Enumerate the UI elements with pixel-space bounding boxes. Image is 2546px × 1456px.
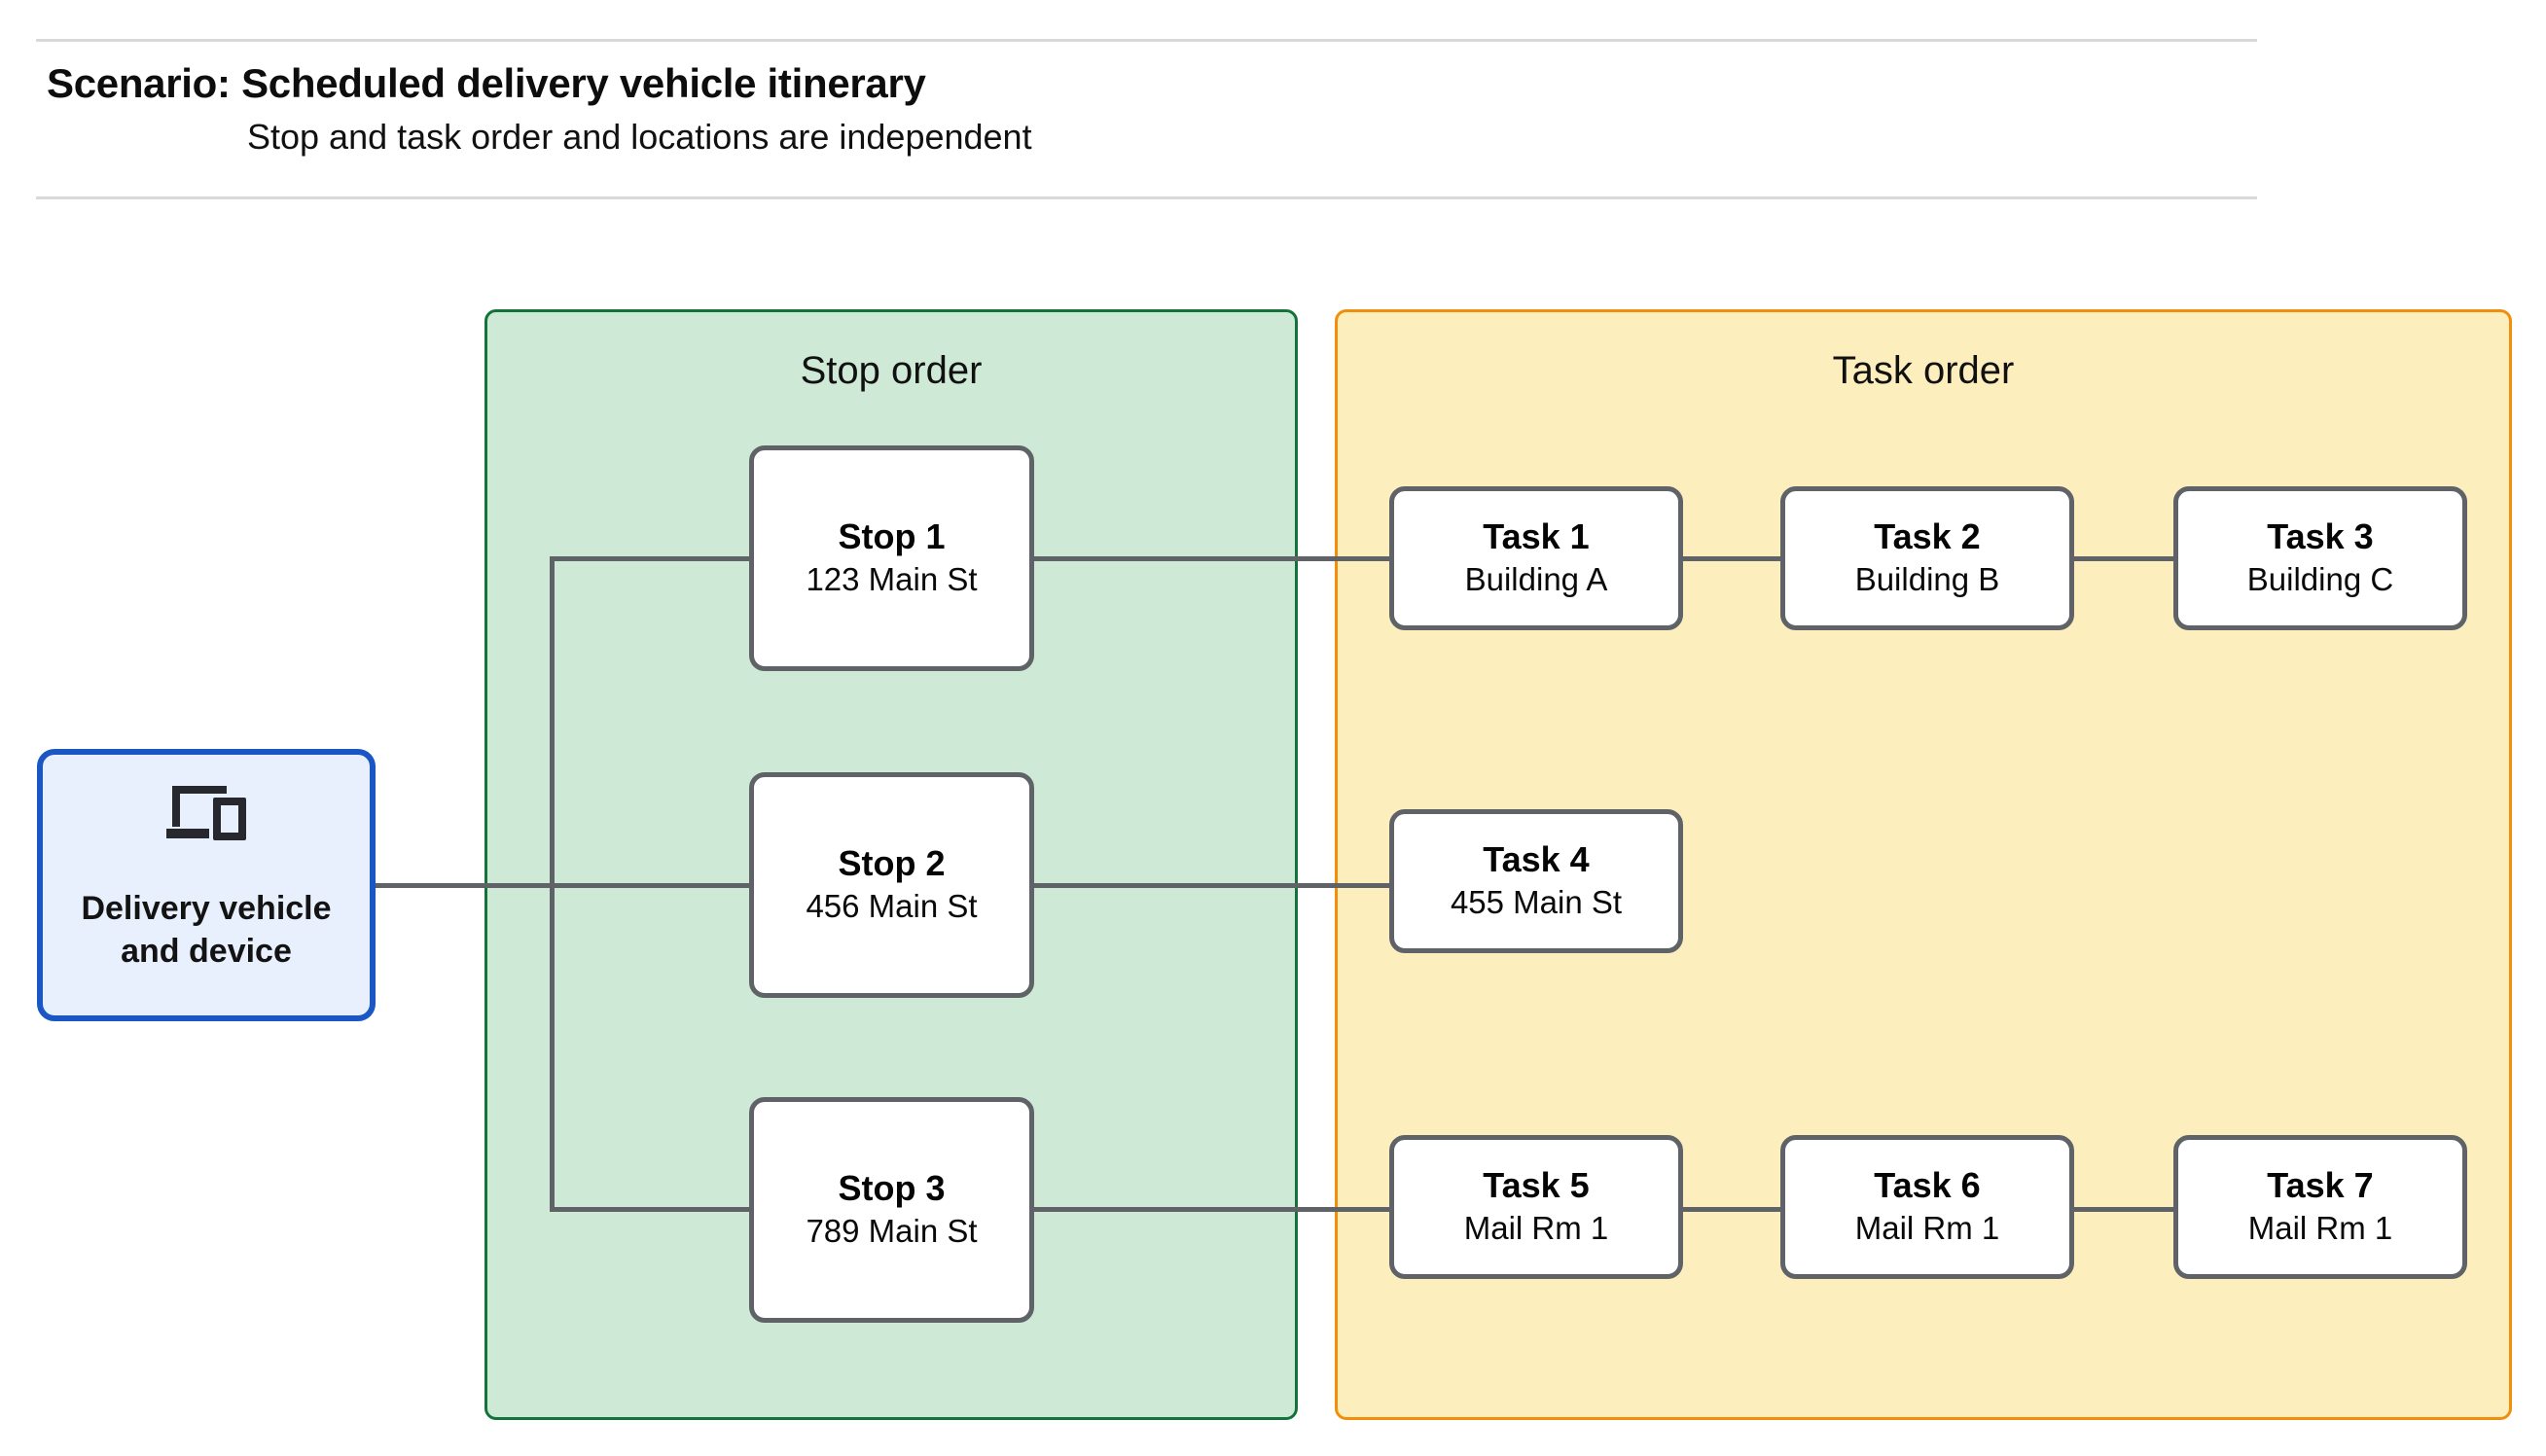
task-node-7-location: Mail Rm 1 xyxy=(2247,1209,2393,1246)
devices-icon xyxy=(164,784,248,849)
connector-task-2-task-3 xyxy=(2070,556,2179,561)
connector-stop-1-task-1 xyxy=(1029,556,1394,561)
panel-stop-order-title: Stop order xyxy=(800,349,983,392)
panel-task-order-title: Task order xyxy=(1832,349,2015,392)
task-node-5-location: Mail Rm 1 xyxy=(1463,1209,1609,1246)
header-divider-top xyxy=(36,39,2257,42)
task-node-7-title: Task 7 xyxy=(2267,1165,2374,1206)
connector-task-5-task-6 xyxy=(1679,1207,1786,1212)
task-node-4-location: 455 Main St xyxy=(1450,883,1623,920)
delivery-vehicle-label: Delivery vehicle and device xyxy=(81,888,331,973)
task-node-6[interactable]: Task 6 Mail Rm 1 xyxy=(1780,1135,2074,1279)
task-node-3-location: Building C xyxy=(2246,560,2394,597)
page-title: Scenario: Scheduled delivery vehicle iti… xyxy=(47,60,926,106)
connector-trunk-stop-1 xyxy=(550,556,754,561)
stop-node-1-location: 123 Main St xyxy=(806,560,978,597)
stop-node-1-title: Stop 1 xyxy=(838,516,946,557)
connector-trunk-stop-3 xyxy=(550,1207,754,1212)
page-subtitle: Stop and task order and locations are in… xyxy=(247,117,1032,157)
task-node-2-title: Task 2 xyxy=(1874,516,1981,557)
stop-node-3[interactable]: Stop 3 789 Main St xyxy=(749,1097,1034,1323)
connector-trunk-stop-2 xyxy=(550,883,754,888)
task-node-4[interactable]: Task 4 455 Main St xyxy=(1389,809,1683,953)
task-node-2[interactable]: Task 2 Building B xyxy=(1780,486,2074,630)
connector-vehicle-trunk xyxy=(374,883,555,888)
task-node-3[interactable]: Task 3 Building C xyxy=(2173,486,2467,630)
connector-task-6-task-7 xyxy=(2070,1207,2179,1212)
connector-stop-2-task-4 xyxy=(1029,883,1394,888)
stop-node-3-location: 789 Main St xyxy=(806,1212,978,1249)
task-node-1[interactable]: Task 1 Building A xyxy=(1389,486,1683,630)
task-node-1-title: Task 1 xyxy=(1483,516,1590,557)
header-divider-bottom xyxy=(36,196,2257,199)
stop-node-3-title: Stop 3 xyxy=(838,1168,946,1209)
delivery-vehicle-label-line-2: and device xyxy=(121,932,292,970)
stop-node-2-title: Stop 2 xyxy=(838,843,946,884)
task-node-4-title: Task 4 xyxy=(1483,839,1590,880)
task-node-7[interactable]: Task 7 Mail Rm 1 xyxy=(2173,1135,2467,1279)
task-node-5[interactable]: Task 5 Mail Rm 1 xyxy=(1389,1135,1683,1279)
task-node-6-location: Mail Rm 1 xyxy=(1854,1209,2000,1246)
task-node-2-location: Building B xyxy=(1854,560,2000,597)
task-node-5-title: Task 5 xyxy=(1483,1165,1590,1206)
stop-node-2[interactable]: Stop 2 456 Main St xyxy=(749,772,1034,998)
delivery-vehicle-label-line-1: Delivery vehicle xyxy=(81,889,332,927)
connector-task-1-task-2 xyxy=(1679,556,1786,561)
delivery-vehicle-node[interactable]: Delivery vehicle and device xyxy=(37,749,376,1021)
connector-stop-3-task-5 xyxy=(1029,1207,1394,1212)
task-node-1-location: Building A xyxy=(1464,560,1608,597)
stop-node-1[interactable]: Stop 1 123 Main St xyxy=(749,445,1034,671)
task-node-6-title: Task 6 xyxy=(1874,1165,1981,1206)
stop-node-2-location: 456 Main St xyxy=(806,887,978,924)
task-node-3-title: Task 3 xyxy=(2267,516,2374,557)
